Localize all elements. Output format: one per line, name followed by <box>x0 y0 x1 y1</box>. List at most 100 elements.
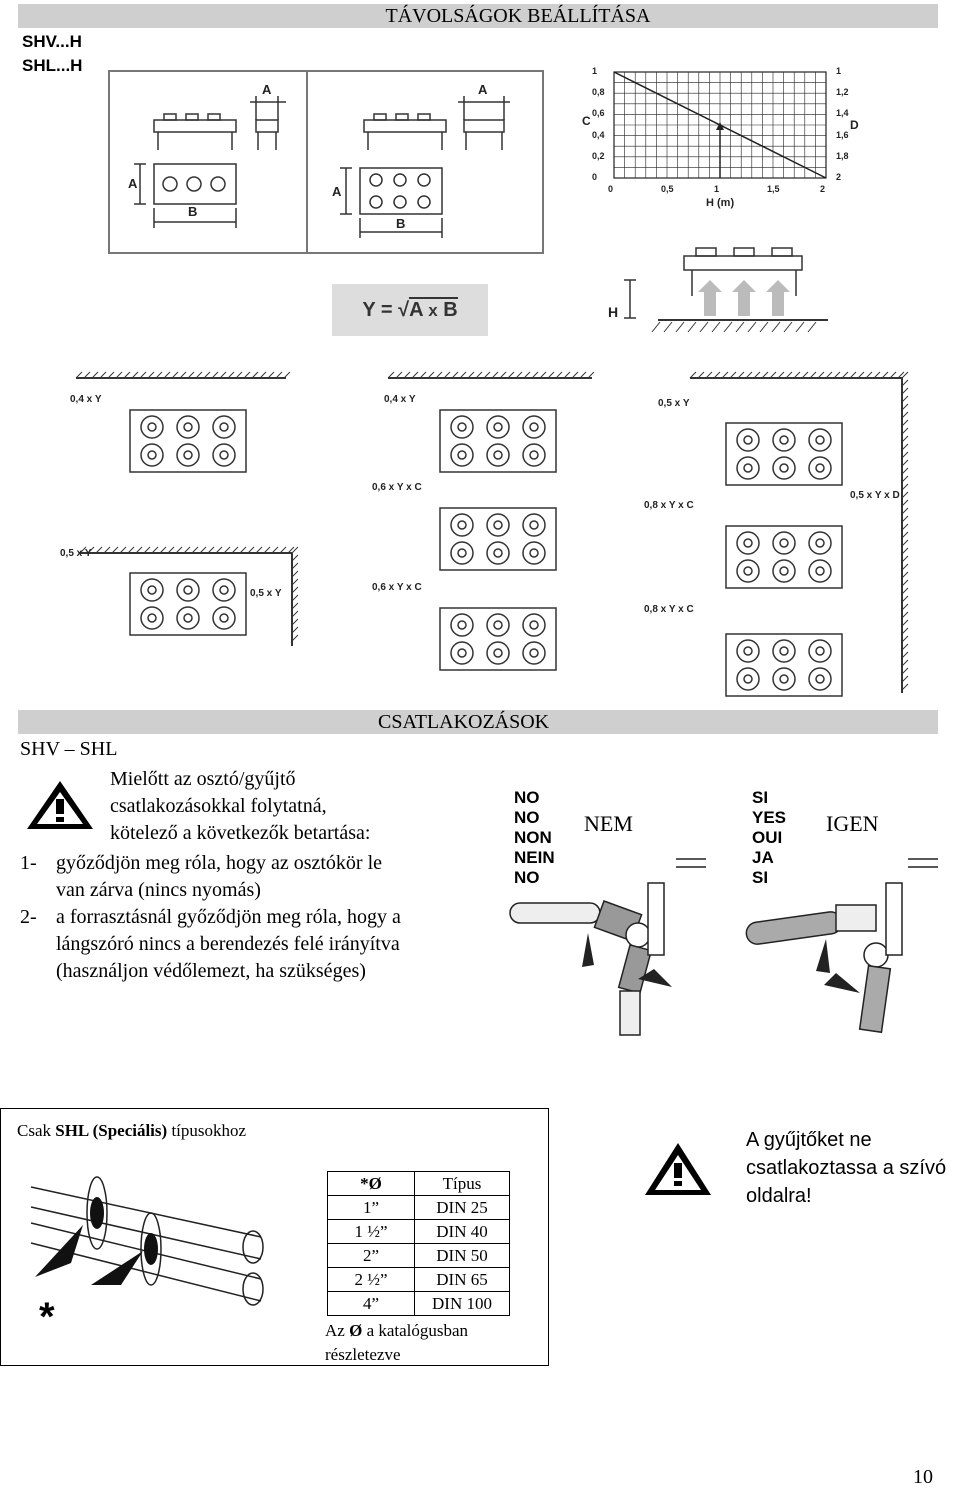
condenser-unit <box>725 422 843 486</box>
fan-hub <box>147 450 157 460</box>
fan <box>140 606 164 630</box>
fan <box>450 443 474 467</box>
fan-hub <box>183 585 193 595</box>
table-cell: 1 ½” <box>327 1219 415 1244</box>
hatch-line <box>889 371 897 379</box>
hatch-line <box>403 371 411 379</box>
condenser-unit <box>725 633 843 697</box>
hatch-line <box>539 371 547 379</box>
fan-hub <box>457 422 467 432</box>
fan <box>212 415 236 439</box>
hatch-line <box>901 459 909 467</box>
warning-line: kötelező a következők betartása: <box>110 822 371 844</box>
hatch-line <box>475 371 483 379</box>
hatch-line <box>239 546 247 554</box>
fan-hub <box>529 548 539 558</box>
fan-hub <box>743 566 753 576</box>
yes-label: IGEN <box>826 811 879 836</box>
hatch-line <box>737 371 745 379</box>
fan <box>486 613 510 637</box>
warning-text: Mielőtt az osztó/gyűjtő csatlakozásokkal… <box>110 766 370 847</box>
graph-grid <box>613 71 827 179</box>
fan-hub <box>529 422 539 432</box>
clearance-label: 0,8 x Y x C <box>644 500 694 511</box>
dim-label-a: A <box>332 184 342 199</box>
hatch-line <box>111 546 119 554</box>
fan-hub <box>743 674 753 684</box>
hatch-line <box>785 371 793 379</box>
hatch-line <box>119 546 127 554</box>
dim-label-b: B <box>396 216 406 231</box>
no-pipe-drawing <box>509 858 706 1036</box>
fan <box>486 415 510 439</box>
hatch-line <box>825 371 833 379</box>
fan-hub <box>147 585 157 595</box>
hatch-line <box>507 371 515 379</box>
hatch-line <box>705 371 713 379</box>
warning-icon <box>645 1143 711 1195</box>
hatch-line <box>271 546 279 554</box>
hatch-line <box>697 371 705 379</box>
fan-hub <box>219 422 229 432</box>
fan <box>212 606 236 630</box>
hatch-line <box>901 411 909 419</box>
section-header-distances: TÁVOLSÁGOK BEÁLLÍTÁSA <box>18 4 938 28</box>
hatch-line <box>901 371 909 379</box>
layout-drawing <box>75 371 909 697</box>
height-drawing <box>624 247 828 333</box>
fan-hub <box>815 674 825 684</box>
table-cell: DIN 65 <box>414 1267 510 1292</box>
hatch-line <box>215 546 223 554</box>
fan-hub <box>779 463 789 473</box>
hatch-line <box>729 371 737 379</box>
fan-hub <box>815 566 825 576</box>
hatch-line <box>809 371 817 379</box>
fan-hub <box>779 435 789 445</box>
fan <box>772 559 796 583</box>
fan <box>450 415 474 439</box>
hatch-line <box>499 371 507 379</box>
fan <box>176 606 200 630</box>
section-title: TÁVOLSÁGOK BEÁLLÍTÁSA <box>385 5 651 27</box>
hatch-line <box>451 371 459 379</box>
hatch-line <box>87 546 95 554</box>
hatch-line <box>761 371 769 379</box>
dimension-figure: A A B A A B <box>108 70 544 254</box>
hatch-line <box>291 594 299 602</box>
table-cell: 2 ½” <box>327 1267 415 1292</box>
hatch-line <box>427 371 435 379</box>
hatch-line <box>901 611 909 619</box>
hatch-line <box>291 618 299 626</box>
section-title: CSATLAKOZÁSOK <box>378 711 550 733</box>
fan-hub <box>219 613 229 623</box>
hatch-line <box>901 395 909 403</box>
note-text: a katalógusban <box>362 1321 469 1340</box>
sqrt-icon: √ <box>398 299 410 321</box>
hatch-line <box>107 371 115 379</box>
installation-layouts: 0,4 x Y 0,5 x Y 0,5 x Y 0,4 x Y 0,6 x Y … <box>40 368 920 698</box>
hatch-line <box>873 371 881 379</box>
condenser-unit <box>439 507 557 571</box>
fan <box>212 578 236 602</box>
fan-hub <box>529 520 539 530</box>
table-row: 4”DIN 100 <box>327 1291 510 1316</box>
fan <box>212 443 236 467</box>
hatch-line <box>291 554 299 562</box>
yes-pipe-drawing <box>745 858 938 1034</box>
hatch-line <box>103 546 111 554</box>
hatch-line <box>387 371 395 379</box>
hatch-line <box>267 371 275 379</box>
flange-drawing <box>30 1176 264 1306</box>
hatch-line <box>745 371 753 379</box>
table-cell: 1” <box>327 1195 415 1220</box>
fan-hub <box>183 422 193 432</box>
box-title-text: Csak <box>17 1121 56 1140</box>
item-line: lángszóró nincs a berendezés felé irányí… <box>56 933 400 955</box>
hatch-line <box>579 371 587 379</box>
hatch-line <box>75 371 83 379</box>
yes-word: OUI <box>752 828 783 847</box>
hatch-line <box>291 626 299 634</box>
hatch-line <box>191 546 199 554</box>
hatch-line <box>901 483 909 491</box>
hatch-line <box>195 371 203 379</box>
